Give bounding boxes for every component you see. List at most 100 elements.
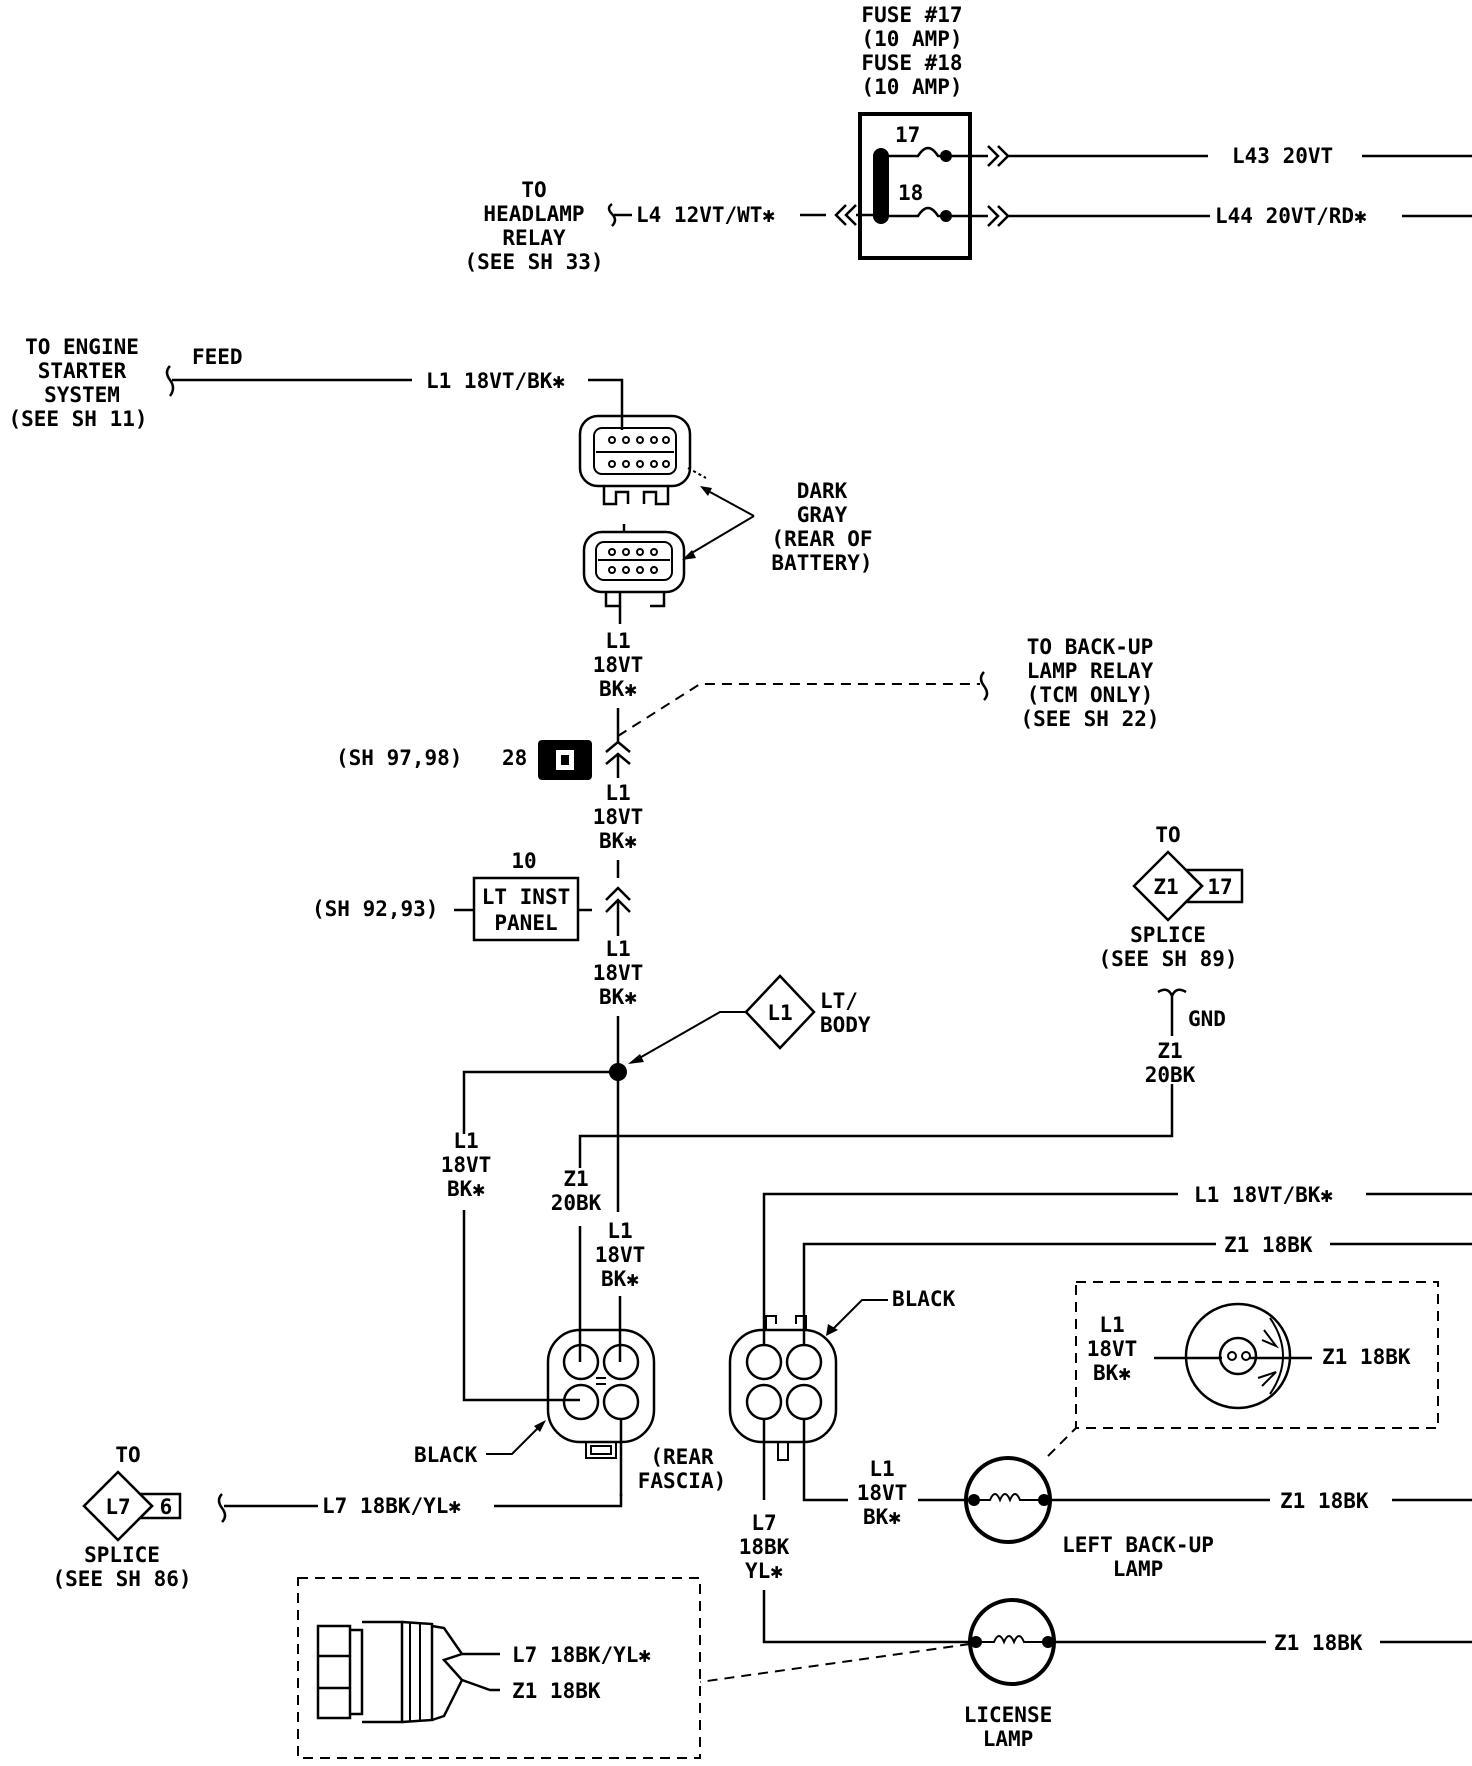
wire-z1-backup: Z1 18BK [1280, 1489, 1369, 1513]
lt-body-id: L1 [767, 1001, 792, 1025]
stack-l1-center-2: 18VT [595, 1243, 646, 1267]
wire-z1-lamp-inset: Z1 18BK [1322, 1345, 1411, 1369]
l7-splice-id: L7 [105, 1495, 130, 1519]
stack-a-2: 18VT [593, 653, 644, 677]
fuse-18-number: 18 [898, 181, 923, 205]
stack-l1-center-1: L1 [607, 1219, 632, 1243]
rear-fascia-connector-right: BLACK [728, 1287, 956, 1461]
sh-92-93: (SH 92,93) [312, 897, 438, 921]
break-symbol [607, 202, 617, 227]
left-backup-lamp: Z1 18BK LEFT BACK-UP LAMP [964, 1456, 1472, 1581]
wire-z1-inset: Z1 18BK [512, 1679, 601, 1703]
left-backup-txt-2: LAMP [1113, 1557, 1164, 1581]
wire-l43: L43 20VT [1232, 144, 1333, 168]
z1-splice-top: TO Z1 17 SPLICE (SEE SH 89) [1098, 823, 1244, 971]
stack-l1-inset-3: BK✱ [1093, 1361, 1131, 1385]
lt-inst-1: LT INST [482, 885, 571, 909]
z1-splice-txt-2: (SEE SH 89) [1098, 947, 1237, 971]
lt-body-splice: L1 LT/ BODY [628, 974, 871, 1064]
headlamp-relay: RELAY [502, 226, 566, 250]
stack-l1-lamp-2: 18VT [857, 1481, 908, 1505]
stack-l1-lamp-3: BK✱ [863, 1505, 901, 1529]
fuse-18-rating: (10 AMP) [861, 75, 962, 99]
stack-left-1: L1 [453, 1129, 478, 1153]
stack-c-2: 18VT [593, 961, 644, 985]
backup-relay-1: TO BACK-UP [1027, 635, 1153, 659]
wire-z1-license: Z1 18BK [1274, 1631, 1363, 1655]
black-label-1: BLACK [414, 1443, 478, 1467]
connector-lower [582, 524, 686, 624]
sh-97-98: (SH 97,98) [336, 746, 462, 770]
lt-inst-2: PANEL [494, 911, 557, 935]
headlamp-see: (SEE SH 33) [464, 250, 603, 274]
lamp-socket-inset: L1 18VT BK✱ Z1 18BK [1047, 1281, 1439, 1457]
fuse-box [858, 112, 972, 260]
stack-l7-2: 18BK [739, 1535, 790, 1559]
l7-splice-txt-1: SPLICE [84, 1543, 160, 1567]
rear-fascia-2: FASCIA) [638, 1469, 727, 1493]
headlamp-to: TO [521, 178, 546, 202]
l7-splice-to: TO [115, 1443, 140, 1467]
fuse-17-number: 17 [895, 123, 920, 147]
connector-28-num: 28 [502, 746, 527, 770]
wire-l1-right: L1 18VT/BK✱ [1194, 1183, 1333, 1207]
stack-a-3: BK✱ [599, 677, 637, 701]
connector-10: 10 LT INST PANEL (SH 92,93) [312, 849, 631, 942]
wire-l7-inset: L7 18BK/YL✱ [512, 1643, 651, 1667]
lt-body-txt-2: BODY [820, 1013, 871, 1037]
stack-l1-inset-2: 18VT [1087, 1337, 1138, 1361]
fuse-output-wires: L43 20VT L44 20VT/RD✱ [952, 144, 1472, 228]
stack-l1-center-3: BK✱ [601, 1267, 639, 1291]
starter-label-3: SYSTEM [44, 383, 120, 407]
starter-label-2: STARTER [38, 359, 127, 383]
z1-splice-num: 17 [1207, 875, 1232, 899]
feed-label: FEED [192, 345, 243, 369]
wire-z1-right: Z1 18BK [1224, 1233, 1313, 1257]
rear-fascia-connector-left: BLACK (REAR FASCIA) [414, 1328, 727, 1496]
wire-l1-top: L1 18VT/BK✱ [426, 369, 565, 393]
wire-l7-splice: L7 18BK/YL✱ [322, 1494, 461, 1518]
stack-left-2: 18VT [441, 1153, 492, 1177]
stack-b-3: BK✱ [599, 829, 637, 853]
stack-a-1: L1 [605, 629, 630, 653]
headlamp-relay-feed: TO HEADLAMP RELAY (SEE SH 33) L4 12VT/WT… [464, 178, 873, 274]
stack-l7-3: YL✱ [745, 1559, 783, 1583]
starter-label-4: (SEE SH 11) [8, 407, 147, 431]
gnd-label: GND [1188, 1007, 1226, 1031]
black-label-2: BLACK [892, 1287, 956, 1311]
fuse-17-rating: (10 AMP) [861, 27, 962, 51]
backup-relay-3: (TCM ONLY) [1027, 683, 1153, 707]
stack-l7-1: L7 [751, 1511, 776, 1535]
stack-z1-left-2: 20BK [551, 1191, 602, 1215]
z1-splice-to: TO [1155, 823, 1180, 847]
connector-10-num: 10 [511, 849, 536, 873]
fuse-18-element [889, 206, 944, 218]
stack-z1-top-2: 20BK [1145, 1063, 1196, 1087]
fuse-bus-bar [873, 148, 889, 224]
license-socket-inset: L7 18BK/YL✱ Z1 18BK [297, 1577, 701, 1759]
backup-relay-2: LAMP RELAY [1027, 659, 1154, 683]
license-lamp: Z1 18BK LICENSE LAMP [699, 1598, 1472, 1751]
z1-splice-id: Z1 [1153, 875, 1178, 899]
dark-gray-3: (REAR OF [771, 527, 872, 551]
connector-28: (SH 97,98) 28 [336, 740, 631, 780]
l7-splice-num: 6 [160, 1495, 173, 1519]
fuse-17-label: FUSE #17 [861, 3, 962, 27]
dark-gray-4: BATTERY) [771, 551, 872, 575]
stack-c-1: L1 [605, 937, 630, 961]
backup-relay-4: (SEE SH 22) [1020, 707, 1159, 731]
headlamp-label: HEADLAMP [483, 202, 584, 226]
wire-l44: L44 20VT/RD✱ [1215, 204, 1367, 228]
license-txt-2: LAMP [983, 1727, 1034, 1751]
stack-l1-lamp-1: L1 [869, 1457, 894, 1481]
stack-z1-left-1: Z1 [563, 1167, 588, 1191]
fuse-block: FUSE #17 (10 AMP) FUSE #18 (10 AMP) 17 1… [858, 3, 972, 260]
stack-left-3: BK✱ [447, 1177, 485, 1201]
dark-gray-1: DARK [797, 479, 848, 503]
stack-z1-top-1: Z1 [1157, 1039, 1182, 1063]
license-txt-1: LICENSE [964, 1703, 1053, 1727]
stack-l1-inset-1: L1 [1099, 1313, 1124, 1337]
starter-feed: TO ENGINE STARTER SYSTEM (SEE SH 11) FEE… [8, 335, 624, 431]
dark-gray-callout: DARK GRAY (REAR OF BATTERY) [682, 467, 873, 575]
starter-label-1: TO ENGINE [25, 335, 139, 359]
